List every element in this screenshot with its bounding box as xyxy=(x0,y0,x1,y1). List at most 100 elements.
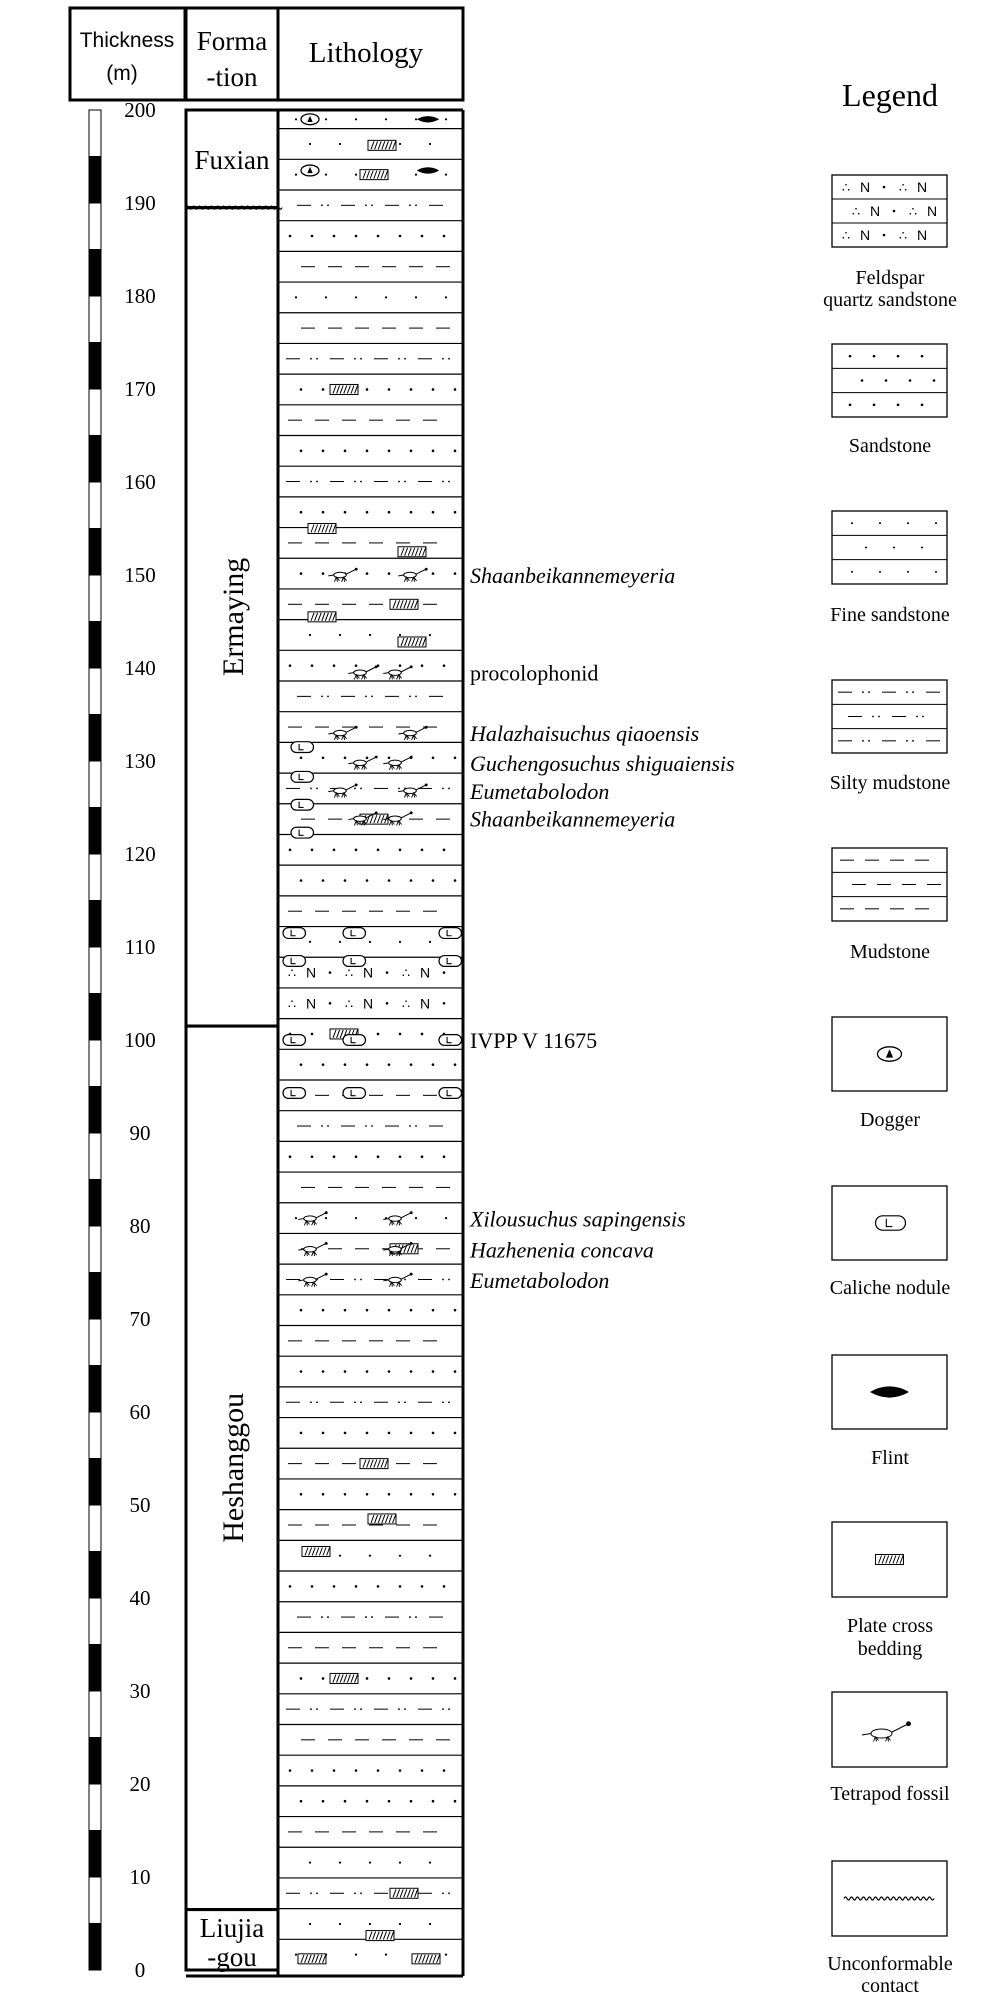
caliche-symbol xyxy=(874,1215,907,1231)
silty-dot xyxy=(448,480,450,483)
sandstone-dot xyxy=(920,403,924,407)
hatch-mark-line xyxy=(392,141,397,150)
scale-bar-segment xyxy=(88,1039,102,1087)
scale-bar-segment xyxy=(88,1923,102,1971)
hatch-mark-line xyxy=(332,1674,337,1683)
sandstone-dot xyxy=(431,449,435,453)
sandstone-dot xyxy=(453,1063,457,1066)
sandstone-dot xyxy=(414,296,418,299)
caliche-symbol-mark xyxy=(290,1036,296,1044)
caliche-symbol xyxy=(342,1034,367,1046)
hatch-mark-line xyxy=(414,1889,419,1898)
tetrapod-head xyxy=(424,725,428,729)
hatch-mark-line xyxy=(369,814,374,824)
hatch-mark-line xyxy=(328,612,333,622)
caliche-symbol xyxy=(282,954,307,967)
sandstone-dot xyxy=(321,388,325,391)
feldspar-dots: ∴ xyxy=(345,966,353,981)
silty-dot xyxy=(310,480,312,483)
legend-caption: Caliche nodule xyxy=(830,1277,951,1299)
silty-dot xyxy=(415,1125,417,1127)
tetrapod-body xyxy=(303,1215,317,1222)
feldspar-mark: N xyxy=(363,965,373,981)
hatch-mark-line xyxy=(315,1547,320,1556)
sandstone-dot xyxy=(338,940,342,943)
hatch-mark-line xyxy=(377,141,382,150)
sandstone-dot xyxy=(354,1585,358,1588)
hatch-mark-line xyxy=(384,1514,389,1524)
legend-swatch xyxy=(831,174,948,248)
scale-bar-segment xyxy=(88,1783,102,1831)
tetrapod-limb xyxy=(333,576,340,582)
sandstone-dot xyxy=(444,1953,448,1956)
sandstone-dot xyxy=(321,1493,325,1496)
feldspar-mark: N xyxy=(420,995,430,1011)
sandstone-dot xyxy=(321,756,325,760)
sandstone-dot xyxy=(343,1370,347,1373)
scale-tick-label: 60 xyxy=(130,1400,151,1424)
silty-dot xyxy=(310,787,312,790)
sandstone-dot xyxy=(431,510,435,514)
silty-dot xyxy=(398,1401,400,1404)
sandstone-dot xyxy=(431,1308,435,1312)
silty-dot xyxy=(321,204,323,207)
scale-bar-segment xyxy=(88,481,102,529)
tetrapod-neck xyxy=(401,812,411,819)
scale-tick-label: 140 xyxy=(124,656,156,680)
sandstone-dot xyxy=(328,1001,332,1005)
caliche-symbol-mark xyxy=(298,743,304,751)
sandstone-dot xyxy=(299,1431,303,1435)
hatch-mark-line xyxy=(350,385,355,394)
tetrapod-neck xyxy=(366,666,376,673)
feldspar-mark: N xyxy=(363,995,373,1011)
scale-bar-segment xyxy=(88,435,102,483)
tetrapod-body xyxy=(403,787,417,794)
sandstone-dot xyxy=(453,510,457,514)
sandstone-dot xyxy=(308,1922,312,1926)
tetrapod-tail xyxy=(298,1218,304,1220)
sandstone-dot xyxy=(308,1861,312,1864)
hatch-mark-line xyxy=(300,1954,305,1964)
sandstone-dot xyxy=(385,971,389,974)
sandstone-dot xyxy=(882,233,886,237)
sandstone-dot xyxy=(860,379,864,382)
lithology-header-label: Lithology xyxy=(309,37,424,69)
sandstone-dot xyxy=(299,1493,303,1496)
feldspar-mark: N xyxy=(860,227,870,243)
tetrapod-head xyxy=(324,1272,328,1276)
tetrapod-limb xyxy=(388,674,395,680)
scale-tick-label: 150 xyxy=(124,563,156,587)
sandstone-dot xyxy=(354,173,358,176)
tetrapod-neck xyxy=(401,666,411,673)
silty-dot xyxy=(878,715,880,718)
silty-dot xyxy=(415,204,417,207)
sandstone-dot xyxy=(935,522,937,525)
scale-bar-segment xyxy=(88,1225,102,1273)
silty-dot xyxy=(868,739,870,742)
legend-item-tetrapod: Tetrapod fossil xyxy=(830,1691,950,1805)
sandstone-dot xyxy=(431,1063,435,1066)
sandstone-dot xyxy=(431,1431,435,1435)
caliche-symbol xyxy=(342,954,367,967)
sandstone-dot xyxy=(338,1554,342,1557)
thickness-header-label: Thickness xyxy=(80,29,175,52)
dogger-symbol-mark xyxy=(885,1049,894,1058)
hatch-mark-line xyxy=(328,524,333,533)
hatch-mark-line xyxy=(400,547,405,556)
sandstone-dot xyxy=(368,940,372,943)
sandstone-dot xyxy=(321,1370,325,1373)
caliche-symbol-mark xyxy=(446,957,452,965)
sandstone-dot xyxy=(409,1431,413,1435)
sandstone-dot xyxy=(343,1493,347,1496)
hatch-mark-line xyxy=(346,1674,351,1683)
silty-dot xyxy=(310,1892,312,1895)
hatch-mark-line xyxy=(380,1459,385,1468)
tetrapod-tail xyxy=(328,790,334,793)
sandstone-dot xyxy=(354,848,358,852)
hatch-mark-line xyxy=(370,1514,375,1524)
hatch-mark-line xyxy=(332,524,337,533)
sandstone-dot xyxy=(442,971,446,974)
sandstone-dot xyxy=(453,449,457,453)
fossil-label: Shaanbeikannemeyeria xyxy=(470,563,675,588)
scale-bar-segment xyxy=(88,528,102,576)
